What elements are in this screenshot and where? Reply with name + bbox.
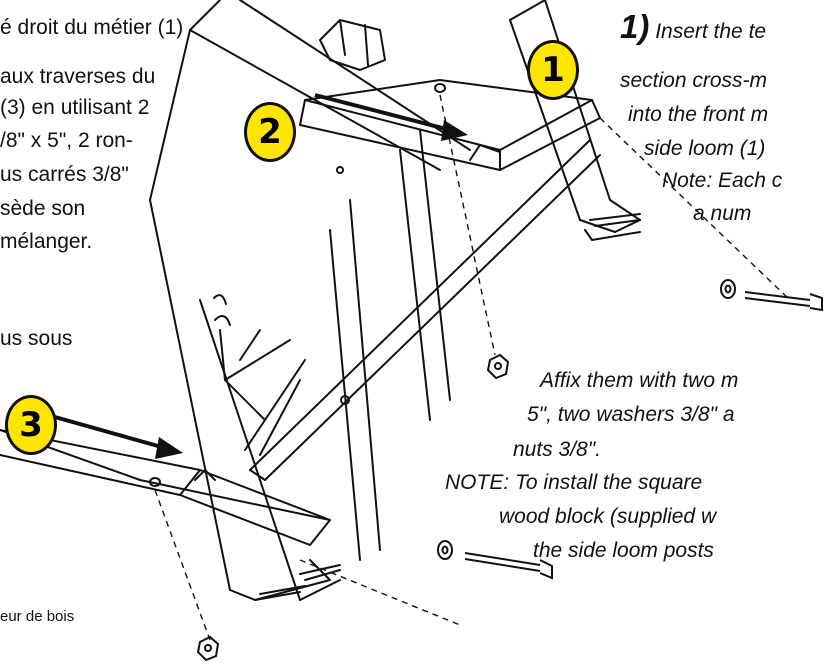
en-line-12: the side loom posts bbox=[533, 539, 714, 562]
fr-line-5: us carrés 3/8" bbox=[0, 163, 129, 186]
fr-bottom-note: eur de bois bbox=[0, 608, 75, 625]
callout-badge-3: 3 bbox=[5, 395, 57, 455]
en-step-1-line: 1) Insert the te bbox=[620, 10, 767, 45]
en-line-5: Note: Each c bbox=[662, 169, 783, 192]
en-line-7: Affix them with two m bbox=[540, 369, 739, 392]
fr-line-3: (3) en utilisant 2 bbox=[0, 96, 150, 119]
fr-line-1: é droit du métier (1) bbox=[0, 16, 184, 39]
fr-line-8: us sous bbox=[0, 327, 73, 350]
callout-badge-1: 1 bbox=[527, 40, 579, 100]
fr-line-6: sède son bbox=[0, 197, 86, 220]
fr-line-7: mélanger. bbox=[0, 230, 93, 253]
en-line-6: a num bbox=[693, 202, 752, 225]
en-line-1: Insert the te bbox=[655, 20, 767, 43]
en-line-10: NOTE: To install the square bbox=[445, 471, 703, 494]
en-step-number: 1) bbox=[620, 8, 650, 45]
fr-line-2: aux traverses du bbox=[0, 65, 156, 88]
en-line-8: 5", two washers 3/8" a bbox=[527, 403, 735, 426]
callout-badge-2: 2 bbox=[244, 102, 296, 162]
en-line-4: side loom (1) bbox=[644, 137, 766, 160]
en-line-3: into the front m bbox=[628, 103, 769, 126]
fr-line-4: /8" x 5", 2 ron- bbox=[0, 129, 133, 152]
en-line-9: nuts 3/8". bbox=[513, 438, 602, 461]
en-line-2: section cross-m bbox=[620, 69, 768, 92]
en-line-11: wood block (supplied w bbox=[499, 505, 717, 528]
